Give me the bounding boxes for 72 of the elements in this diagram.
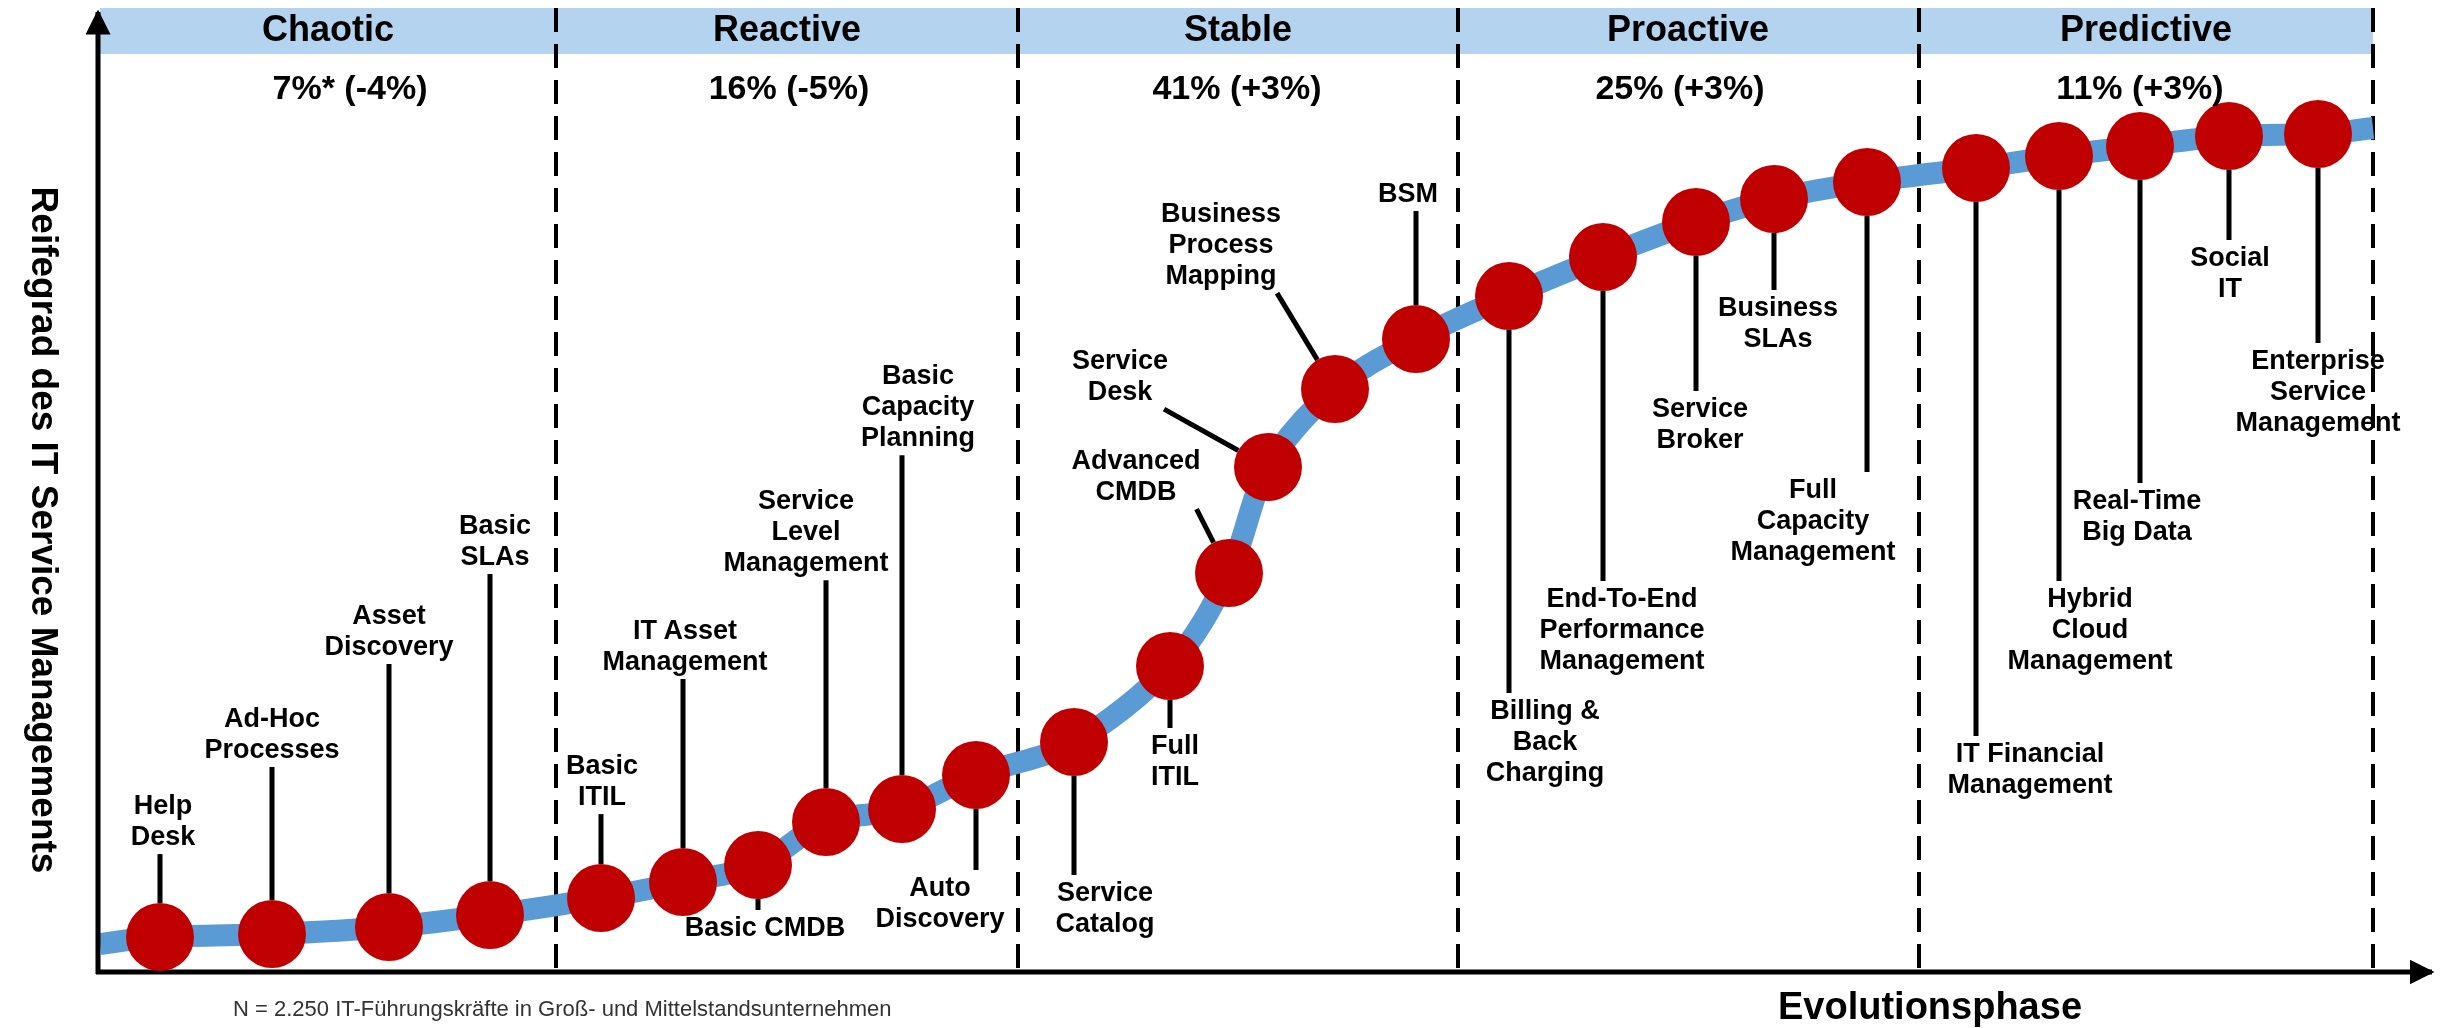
percentage-value: 11% (+3%) [2056,68,2224,108]
leader-line [269,767,275,900]
leader-line [1194,507,1216,544]
milestone-dot [1234,433,1302,501]
callout-label: Service Catalog [1055,877,1155,940]
leader-line [2137,180,2143,483]
percentage-value: 25% (+3%) [1595,68,1765,108]
callout-label: BSM [1378,178,1438,210]
callout-label: Service Level Management [723,485,889,579]
callout-label: Asset Discovery [324,600,454,663]
callout-label: Enterprise Service Management [2235,345,2401,439]
callout-label: Full Capacity Management [1730,474,1896,568]
leader-line [1162,406,1240,453]
callout-label: Help Desk [130,790,196,853]
leader-line [1864,216,1870,472]
leader-line [1973,202,1979,736]
phase-heading: Predictive [2059,8,2233,50]
callout-label: Ad-Hoc Processes [204,703,340,766]
callout-label: IT Financial Management [1930,738,2130,801]
leader-line [2056,190,2062,581]
leader-line [755,899,761,910]
leader-line [598,814,604,864]
callout-label: Basic ITIL [565,750,639,813]
percentage-value: 16% (-5%) [708,68,870,108]
leader-line [1771,233,1777,290]
callout-label: Basic CMDB [684,912,846,944]
callout-label: Basic SLAs [458,510,532,573]
phase-heading: Chaotic [262,8,394,50]
leader-line [1693,256,1699,391]
leader-line [2226,170,2232,240]
percentage-value: 41% (+3%) [1152,68,1322,108]
callout-label: Business SLAs [1717,292,1839,355]
phase-heading: Stable [1184,8,1292,50]
leader-line [2315,168,2321,343]
axis-title: Evolutionsphase [1777,985,2083,1028]
percentage-value: 7%* (-4%) [272,68,428,108]
callout-label: Social IT [2190,242,2270,305]
milestone-dot [792,788,860,856]
callout-label: Advanced CMDB [1071,445,1201,508]
callout-label: Real-Time Big Data [2062,485,2212,548]
leader-line [823,580,829,788]
leader-line [680,679,686,848]
callout-label: Billing & Back Charging [1465,695,1625,789]
milestone-dot [1301,355,1369,423]
axis-title: Reifegrad des IT Service Managements [23,186,66,874]
callout-label: Basic Capacity Planning [861,360,975,454]
leader-line [1506,330,1512,693]
milestone-dot [1382,305,1450,373]
callout-label: Service Desk [1071,345,1169,408]
leader-line [973,809,979,870]
leader-line [157,854,163,903]
callout-label: Auto Discovery [875,872,1005,935]
leader-line [1600,291,1606,581]
leader-line [386,664,392,893]
callout-label: End-To-End Performance Management [1539,583,1705,677]
milestone-dot [1136,632,1204,700]
callout-label: Hybrid Cloud Management [2007,583,2173,677]
leader-line [1071,776,1077,875]
leader-line [899,455,905,775]
phase-heading: Proactive [1606,8,1770,50]
leader-line [1413,211,1419,305]
phase-heading: Reactive [712,8,862,50]
leader-line [1167,700,1173,728]
milestone-dot [1040,708,1108,776]
leader-line [1274,291,1320,362]
footnote: N = 2.250 IT-Führungskräfte in Groß- und Mittelstandsunternehmen [233,996,892,1022]
milestone-dot [724,831,792,899]
callout-label: Full ITIL [1151,730,1199,793]
callout-label: Business Process Mapping [1160,198,1282,292]
callout-label: Service Broker [1651,393,1749,456]
leader-line [487,574,493,881]
callout-label: IT Asset Management [602,615,768,678]
